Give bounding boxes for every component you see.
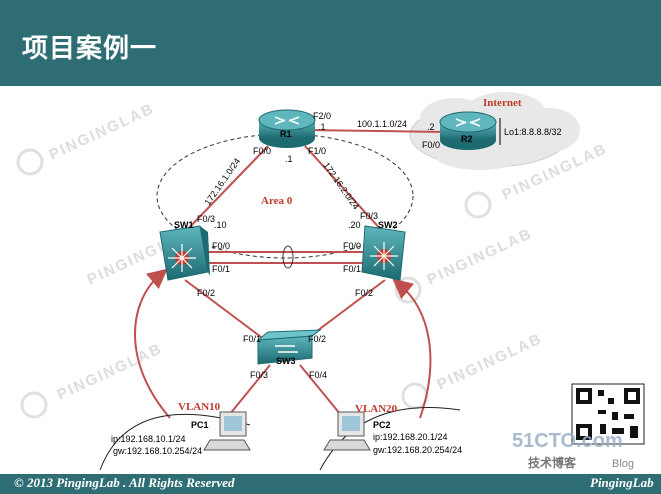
pc2-gw: gw:192.168.20.254/24 <box>373 445 462 455</box>
vlan20-label: VLAN20 <box>355 403 398 415</box>
vlan10-label: VLAN10 <box>178 401 221 413</box>
sw1-f02: F0/2 <box>197 288 215 298</box>
pc2-label: PC2 <box>373 420 391 430</box>
watermark-text: PINGINGLAB <box>435 330 546 394</box>
pc1-gw: gw:192.168.10.254/24 <box>113 446 202 456</box>
page-title: 项目案例一 <box>22 34 158 64</box>
sw2-f00: F0/0 <box>343 241 361 251</box>
sw2-ip: .20 <box>348 220 361 230</box>
sw3-f02: F0/2 <box>308 334 326 344</box>
pc2-ip: ip:192.168.20.1/24 <box>373 432 448 442</box>
sw2-label: SW2 <box>378 220 398 230</box>
link-r1-r2-subnet: 100.1.1.0/24 <box>357 119 407 129</box>
sw1-f03: F0/3 <box>197 214 215 224</box>
link-r1-sw2-subnet: 172.16.2.0/24 <box>321 160 361 211</box>
link-sw1-sw3 <box>184 279 266 341</box>
header-bar: 项目案例一 <box>0 0 661 86</box>
vlan10-arrow <box>134 268 171 419</box>
copyright-text: © 2013 PingingLab . All Rights Reserved <box>14 475 235 490</box>
site-badge: 51CTO.com 技术博客 Blog <box>512 430 634 470</box>
area-label: Area 0 <box>261 195 293 207</box>
watermark-text: PINGINGLAB <box>55 340 166 404</box>
r1-f20-ip: .1 <box>318 122 326 132</box>
etherchannel-mark <box>282 245 294 269</box>
vlan20-arrow <box>392 278 432 419</box>
r2-ip: .2 <box>427 122 435 132</box>
link-r1-sw2 <box>304 145 384 233</box>
sw3-f03: F0/3 <box>250 370 268 380</box>
switch-sw1[interactable]: SW1 <box>159 220 210 281</box>
watermark-text: PINGINGLAB <box>425 225 536 289</box>
r1-label: R1 <box>280 129 292 139</box>
sw2-f02: F0/2 <box>355 288 373 298</box>
r1-f00-ip: .1 <box>285 154 293 164</box>
r1-f00: F0/0 <box>253 146 271 156</box>
router-r1[interactable]: R1 <box>258 109 316 148</box>
link-sw3-pc2 <box>299 364 346 421</box>
link-r1-sw1-subnet: 172.16.1.0/24 <box>202 156 242 207</box>
sw1-f00: F0/0 <box>212 241 230 251</box>
switch-sw3[interactable]: SW3 <box>256 329 322 366</box>
site-badge-sub: 技术博客 <box>528 455 577 470</box>
sw3-label: SW3 <box>276 356 296 366</box>
r2-lo: Lo1:8.8.8.8/32 <box>504 127 562 137</box>
r2-f00: F0/0 <box>422 140 440 150</box>
sw2-f01: F0/1 <box>343 264 361 274</box>
area-boundary <box>156 133 414 259</box>
r2-label: R2 <box>461 134 473 144</box>
link-r1-sw1 <box>184 145 269 233</box>
links <box>184 129 446 421</box>
footer-brand: PingingLab <box>590 475 654 490</box>
vlan20-arc <box>319 407 461 471</box>
watermark-text: PINGINGLAB <box>47 100 158 164</box>
link-r1-r2 <box>304 129 446 133</box>
sw1-ip: .10 <box>214 220 227 230</box>
sw1-f01: F0/1 <box>212 264 230 274</box>
site-badge-main: 51CTO.com <box>512 430 623 452</box>
switch-sw2[interactable]: SW2 <box>361 220 406 281</box>
site-badge-tag: Blog <box>612 458 634 470</box>
sw1-label: SW1 <box>174 220 194 230</box>
sw3-f04: F0/4 <box>309 370 327 380</box>
internet-label: Internet <box>483 97 522 109</box>
pc1-ip: ip:192.168.10.1/24 <box>111 434 186 444</box>
footer-bar: © 2013 PingingLab . All Rights Reserved … <box>0 474 661 494</box>
pc1-label: PC1 <box>191 420 209 430</box>
router-r2[interactable]: R2 <box>439 111 497 150</box>
pc2-computer[interactable]: PC2 <box>323 411 391 451</box>
qr-code <box>571 383 645 445</box>
r1-f10: F1/0 <box>308 146 326 156</box>
sw2-f03: F0/3 <box>360 211 378 221</box>
link-sw3-pc1 <box>224 364 271 421</box>
r1-f20: F2/0 <box>313 111 331 121</box>
pc1-computer[interactable]: PC1 <box>191 411 251 451</box>
sw3-f01: F0/1 <box>243 334 261 344</box>
